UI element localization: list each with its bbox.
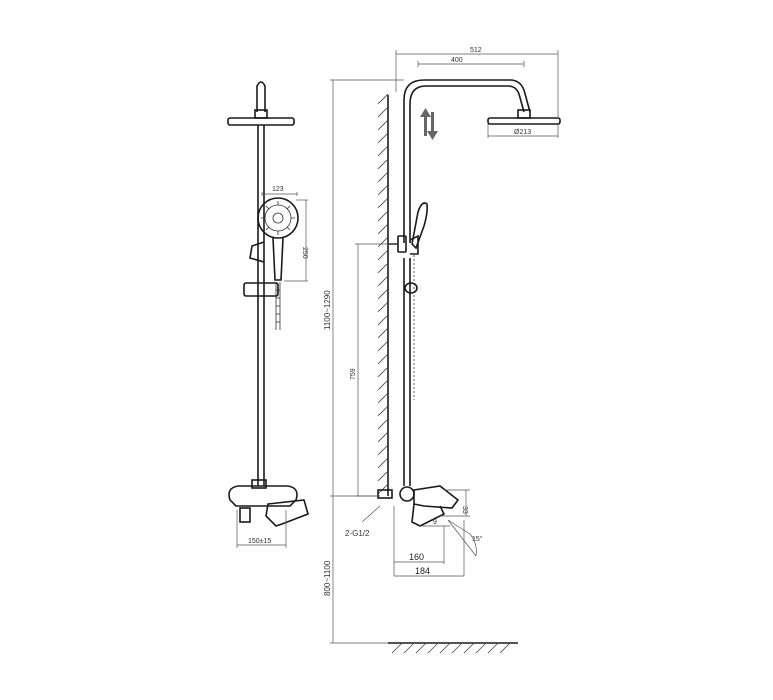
spout-height-label: 33	[461, 506, 468, 514]
side-mixer-body	[413, 485, 460, 509]
wall-hatch	[377, 93, 389, 495]
front-slide-bracket	[243, 282, 279, 297]
side-rain-head	[487, 117, 561, 125]
side-riser-outer	[403, 79, 531, 243]
overall-width-label: 512	[470, 47, 482, 54]
side-view: 15° 33 9 512 400 Ø213 759 1100~1290 80	[323, 47, 561, 654]
spout-angle-label: 15°	[472, 535, 483, 543]
inner-width-label: 400	[451, 57, 463, 64]
front-spout	[265, 499, 309, 527]
bar-length-label: 759	[350, 368, 357, 380]
outlet-depth-a-label: 160	[409, 552, 424, 562]
front-rain-head	[227, 117, 295, 126]
side-mixer-knob	[399, 486, 415, 502]
side-riser-inner	[409, 85, 525, 243]
front-handshower-height-label: 250	[301, 247, 308, 259]
side-handshower	[411, 202, 428, 250]
front-handshower-holder	[249, 241, 265, 263]
lower-height-label: 800~1100	[323, 560, 332, 596]
front-handshower-nozzles	[261, 201, 295, 235]
front-shower-arm	[256, 81, 266, 112]
front-mixer-body	[228, 485, 298, 507]
front-handshower-handle	[272, 237, 284, 281]
inlet-thread-label: 2-G1/2	[345, 529, 370, 538]
spout-small-label: 9	[433, 519, 437, 526]
spout-angle-arc	[447, 519, 477, 557]
front-left-outlet	[239, 507, 251, 523]
side-slide-bracket	[404, 282, 418, 294]
head-diameter-label: Ø213	[514, 129, 531, 136]
front-handshower-center	[272, 212, 284, 224]
front-handshower-face	[257, 197, 299, 239]
side-mixer-connector	[377, 489, 393, 499]
outlet-depth-b-label: 184	[415, 566, 430, 576]
front-view: 150±15 123 250	[227, 81, 309, 548]
front-inlet-spacing-label: 150±15	[248, 538, 271, 545]
height-adjust-icon	[420, 108, 438, 140]
front-handshower-width-label: 123	[272, 186, 284, 193]
upper-height-label: 1100~1290	[323, 290, 332, 330]
side-handshower-holder	[409, 234, 419, 255]
floor-hatch	[391, 642, 511, 654]
front-diverter-knob	[251, 479, 267, 489]
